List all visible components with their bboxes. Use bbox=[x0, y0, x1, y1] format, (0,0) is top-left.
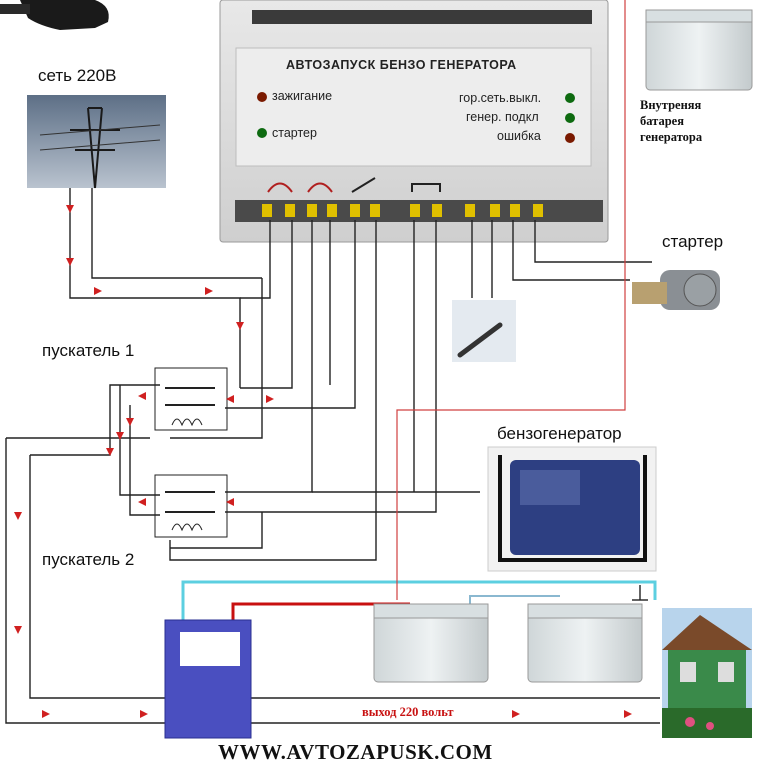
wires bbox=[5, 188, 660, 724]
ups-box bbox=[164, 619, 252, 739]
internal-battery-label-2: батарея bbox=[640, 114, 684, 128]
starter-led bbox=[257, 128, 267, 138]
grid-label: сеть 220В bbox=[38, 66, 117, 85]
internal-battery-label-1: Внутреняя bbox=[640, 98, 702, 112]
generator-label: бензогенератор bbox=[497, 424, 622, 443]
generator-icon bbox=[487, 446, 657, 572]
indicator-grid-off: гор.сеть.выкл. bbox=[459, 91, 542, 105]
indicator-error: ошибка bbox=[497, 129, 541, 143]
flow-arrows bbox=[14, 205, 632, 718]
contactor-1 bbox=[154, 367, 228, 431]
controller-title: АВТОЗАПУСК БЕНЗО ГЕНЕРАТОРА bbox=[286, 58, 517, 72]
battery-icon bbox=[373, 603, 489, 683]
cyan-wire bbox=[181, 580, 657, 620]
starter-motor-icon bbox=[632, 270, 720, 310]
indicator-gen-connected: генер. подкл bbox=[466, 110, 539, 124]
error-led bbox=[565, 133, 575, 143]
battery-icon bbox=[645, 9, 753, 91]
house-icon bbox=[662, 608, 752, 738]
starter-label: стартер bbox=[662, 232, 724, 251]
ups-label: УПС bbox=[183, 637, 215, 652]
gen-connected-led bbox=[565, 113, 575, 123]
indicator-ignition: зажигание bbox=[272, 89, 333, 103]
contactor-2 bbox=[154, 474, 228, 538]
ignition-led bbox=[257, 92, 267, 102]
power-tower-icon bbox=[27, 95, 166, 189]
internal-battery-label-3: генератора bbox=[640, 130, 703, 144]
output-label: выход 220 вольт bbox=[362, 705, 454, 719]
contactor2-label: пускатель 2 bbox=[42, 550, 135, 569]
indicator-starter: стартер bbox=[272, 126, 317, 140]
controller-box bbox=[219, 0, 609, 243]
grid-off-led bbox=[565, 93, 575, 103]
battery-icon bbox=[527, 603, 643, 683]
contactor1-label: пускатель 1 bbox=[42, 341, 135, 360]
red-wire bbox=[231, 602, 410, 620]
thin-red-wire bbox=[396, 0, 626, 600]
cable-connector-icon bbox=[0, 0, 109, 30]
key-fob-icon bbox=[452, 300, 516, 362]
website-label: WWW.AVTOZAPUSK.COM bbox=[218, 740, 493, 764]
